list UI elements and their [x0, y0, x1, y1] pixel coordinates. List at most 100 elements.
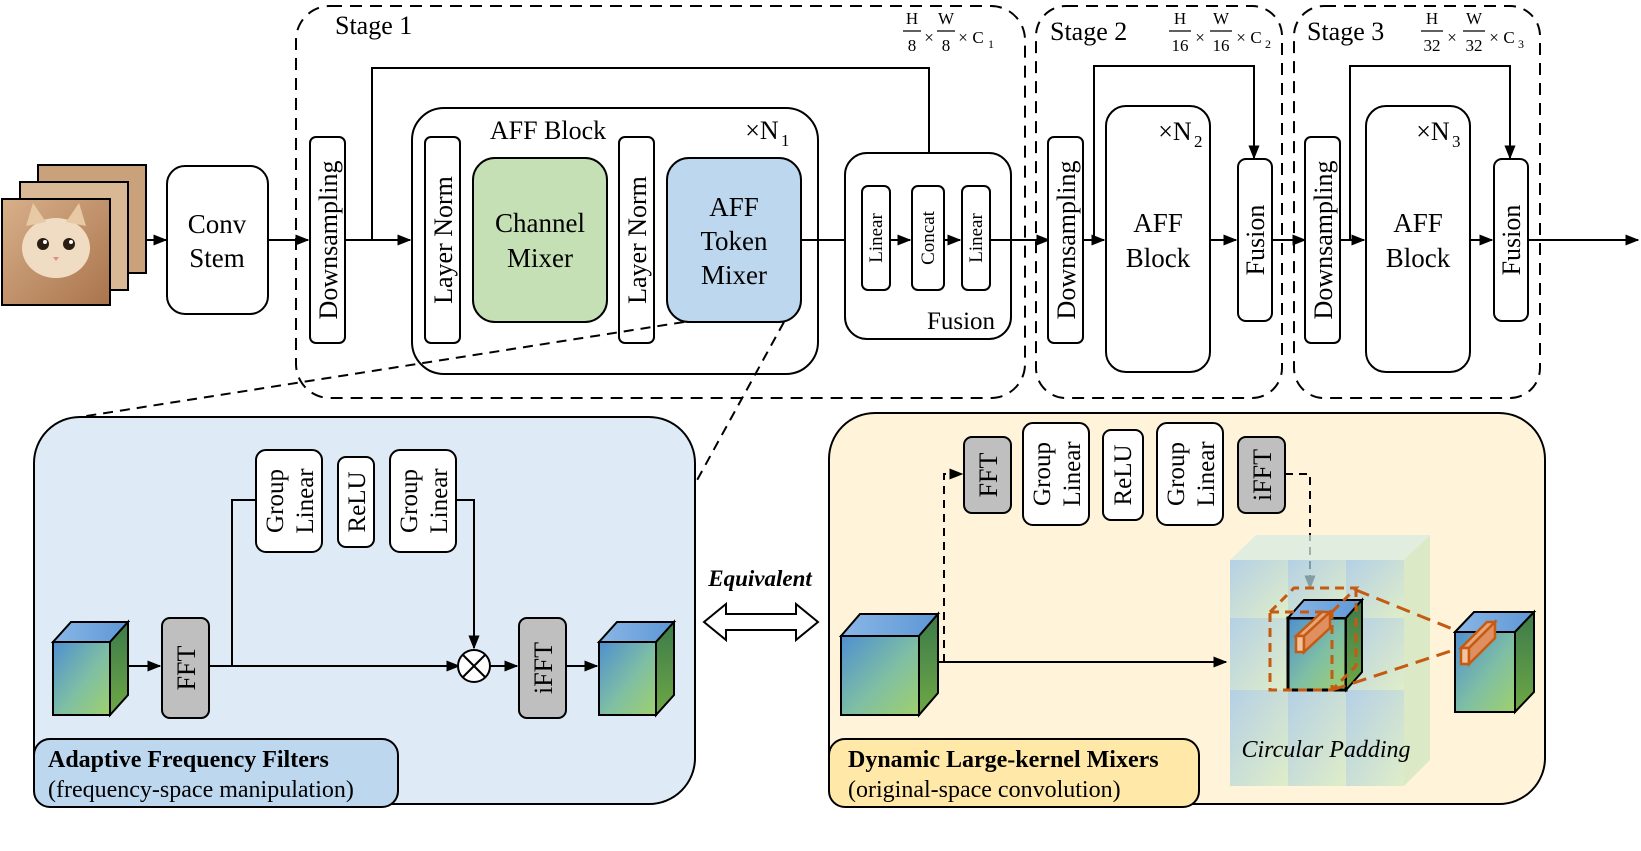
svg-text:×: ×	[1447, 28, 1457, 47]
svg-text:iFFT: iFFT	[1248, 449, 1277, 501]
svg-text:3: 3	[1518, 37, 1524, 51]
aff-token-mixer-box: AFF Token Mixer	[666, 157, 802, 323]
svg-text:16: 16	[1213, 36, 1230, 55]
svg-text:Token: Token	[700, 226, 768, 256]
stage2: Stage 2 H 16 × W 16 × C 2 Downsampling ×…	[1035, 5, 1283, 399]
stage3-title: Stage 3	[1307, 17, 1384, 46]
svg-text:H: H	[1174, 9, 1186, 28]
svg-text:FFT: FFT	[172, 645, 201, 690]
dlm-output-cube	[1452, 609, 1537, 715]
afp-output-cube	[596, 619, 677, 718]
svg-text:Fusion: Fusion	[1241, 205, 1270, 276]
svg-text:Linear: Linear	[1193, 441, 1220, 507]
svg-text:Layer Norm: Layer Norm	[429, 176, 458, 304]
svg-text:2: 2	[1194, 132, 1203, 151]
fusion-linear-1-box: Linear	[861, 185, 891, 291]
multiply-icon	[457, 649, 491, 683]
svg-text:C: C	[972, 28, 983, 47]
stage1-dimension-label: H 8 × W 8 × C 1	[903, 9, 994, 55]
afp-group-linear-1-box: Group Linear	[255, 449, 323, 553]
svg-text:AFF: AFF	[1393, 208, 1443, 238]
svg-text:16: 16	[1172, 36, 1189, 55]
svg-text:×: ×	[924, 28, 934, 47]
svg-text:×: ×	[1489, 28, 1499, 47]
dlm-group-linear-2-box: Group Linear	[1156, 422, 1224, 526]
svg-text:Mixer: Mixer	[507, 243, 573, 273]
kernel-rod	[1292, 609, 1334, 655]
circular-padding-label: Circular Padding	[1241, 737, 1410, 763]
svg-text:Dynamic Large-kernel Mixers: Dynamic Large-kernel Mixers	[848, 747, 1159, 773]
adaptive-frequency-filters-panel: FFT Group Linear ReLU Group Linear iFFT	[33, 416, 696, 808]
svg-text:32: 32	[1466, 36, 1483, 55]
svg-text:Downsampling: Downsampling	[314, 161, 343, 320]
svg-text:Adaptive Frequency Filters: Adaptive Frequency Filters	[48, 747, 329, 773]
stage3-fusion-box: Fusion	[1493, 158, 1529, 322]
input-image-stack	[1, 164, 147, 306]
svg-text:Block: Block	[1386, 243, 1451, 273]
zoom-line-kernel-top	[1355, 588, 1461, 634]
conv-stem-label-2: Stem	[189, 243, 245, 273]
svg-text:Linear: Linear	[866, 213, 887, 263]
aff-block-repeat: ×N	[745, 116, 779, 145]
stage3-aff-block: ×N 3 AFF Block	[1365, 105, 1471, 373]
svg-text:ReLU: ReLU	[1110, 444, 1137, 505]
stage1: Stage 1 H 8 × W 8 × C 1 Downsampling AFF…	[295, 5, 1026, 399]
svg-text:1: 1	[781, 131, 790, 150]
svg-text:Concat: Concat	[918, 210, 939, 265]
svg-text:Linear: Linear	[426, 468, 453, 534]
svg-text:(frequency-space manipulation): (frequency-space manipulation)	[48, 777, 354, 803]
afp-input-cube	[50, 619, 131, 718]
dlm-ifft-box: iFFT	[1237, 436, 1286, 514]
svg-text:Group: Group	[1163, 442, 1190, 506]
svg-text:W: W	[1466, 9, 1483, 28]
svg-text:H: H	[1426, 9, 1438, 28]
svg-text:Downsampling: Downsampling	[1052, 161, 1081, 320]
zoom-line-right	[695, 321, 785, 483]
stage2-aff-block: ×N 2 AFF Block	[1105, 105, 1211, 373]
dlm-group-linear-1-box: Group Linear	[1022, 422, 1090, 526]
fusion-title: Fusion	[927, 308, 996, 335]
fusion-concat-box: Concat	[911, 185, 945, 291]
stage1-downsampling-box: Downsampling	[309, 136, 346, 344]
svg-text:Block: Block	[1126, 243, 1191, 273]
svg-text:Linear: Linear	[1059, 441, 1086, 507]
stage3-skip-connection	[1349, 65, 1516, 240]
svg-text:Mixer: Mixer	[701, 260, 767, 290]
svg-text:C: C	[1250, 28, 1261, 47]
svg-text:Fusion: Fusion	[1497, 205, 1526, 276]
svg-text:iFFT: iFFT	[529, 642, 558, 694]
svg-text:W: W	[1213, 9, 1230, 28]
circular-padding-grid	[1230, 535, 1430, 786]
afp-ifft-box: iFFT	[518, 617, 567, 719]
stage1-skip-connection	[371, 67, 935, 240]
conv-stem-label-1: Conv	[188, 209, 247, 239]
cat-photo	[22, 203, 90, 278]
svg-text:×: ×	[958, 28, 968, 47]
stage2-dimension-label: H 16 × W 16 × C 2	[1169, 9, 1271, 55]
double-arrow-icon	[702, 601, 820, 643]
svg-text:(original-space convolution): (original-space convolution)	[848, 777, 1121, 803]
stage3-downsampling-box: Downsampling	[1304, 136, 1341, 344]
svg-text:3: 3	[1452, 132, 1461, 151]
svg-text:C: C	[1503, 28, 1514, 47]
dlm-input-cube	[838, 611, 941, 718]
stage2-skip-connection	[1093, 65, 1260, 240]
dynamic-large-kernel-mixers-panel: FFT Group Linear ReLU Group Linear iFFT	[828, 412, 1546, 808]
svg-text:32: 32	[1424, 36, 1441, 55]
channel-mixer-box: Channel Mixer	[472, 157, 608, 323]
svg-text:Downsampling: Downsampling	[1309, 161, 1338, 320]
svg-text:Layer Norm: Layer Norm	[623, 176, 652, 304]
fusion-linear-2-box: Linear	[961, 185, 991, 291]
equivalent-label: Equivalent	[707, 566, 812, 591]
equivalent-indicator: Equivalent	[702, 566, 820, 643]
afp-fft-box: FFT	[161, 617, 210, 719]
svg-text:FFT: FFT	[974, 452, 1003, 497]
afp-relu-box: ReLU	[337, 456, 375, 548]
stage1-title: Stage 1	[335, 11, 412, 40]
dlm-fft-box: FFT	[963, 436, 1012, 514]
svg-text:×: ×	[1195, 28, 1205, 47]
padding-kernel-outline	[1268, 586, 1360, 692]
svg-text:AFF: AFF	[709, 192, 759, 222]
zoom-line-kernel-bottom	[1331, 646, 1461, 692]
